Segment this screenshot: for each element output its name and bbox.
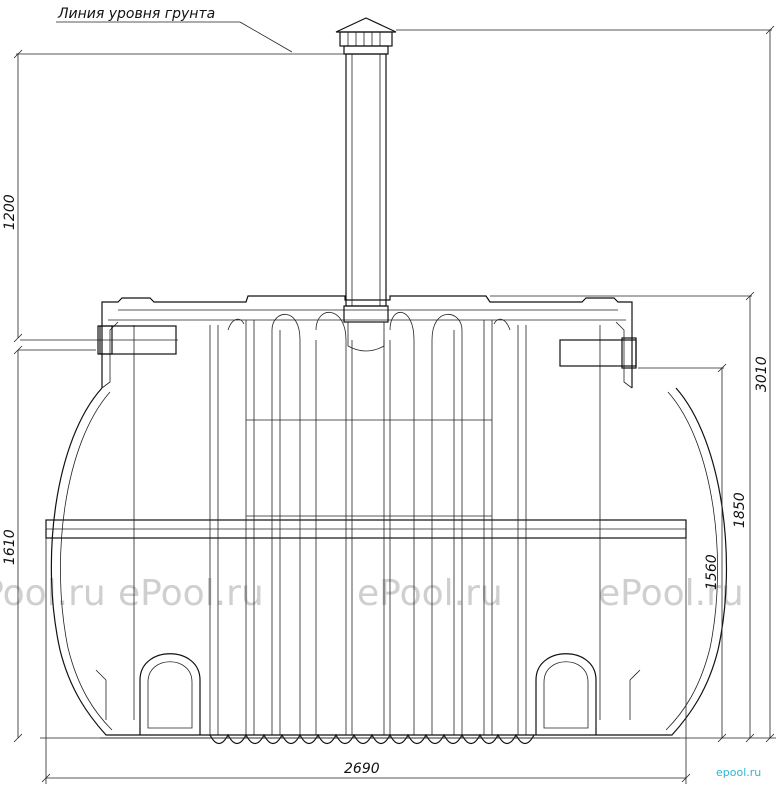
dimension-2690: 2690 <box>41 538 691 784</box>
ground-level-annotation: Линия уровня грунта <box>16 6 350 55</box>
dim-1560-label: 1560 <box>704 554 720 590</box>
watermark-4: ePool.ru <box>598 573 744 614</box>
ground-level-label: Линия уровня грунта <box>57 6 215 22</box>
dim-2690-label: 2690 <box>344 761 380 777</box>
watermark-3: ePool.ru <box>357 573 503 614</box>
outlet-pipe <box>559 337 637 369</box>
dimension-1610: 1610 <box>2 345 96 743</box>
vent-pipe <box>335 17 397 352</box>
dimension-1560: 1560 <box>638 363 727 743</box>
dim-1850-label: 1850 <box>732 492 748 528</box>
inlet-pipe <box>20 325 178 355</box>
tank-body <box>45 295 728 745</box>
dimension-3010: 3010 <box>396 25 775 743</box>
tank-ribs <box>133 320 601 735</box>
brand-logo: epool.ru <box>716 766 761 779</box>
watermarks: ePool.ru ePool.ru ePool.ru ePool.ru <box>0 573 744 614</box>
dim-1610-label: 1610 <box>2 529 18 565</box>
corrugated-bottom <box>209 733 535 745</box>
dimension-1850: 1850 <box>490 291 755 743</box>
watermark-2: ePool.ru <box>118 573 264 614</box>
dim-3010-label: 3010 <box>754 356 770 392</box>
left-foot-arch <box>139 653 201 735</box>
dim-1200-label: 1200 <box>2 194 18 230</box>
right-foot-arch <box>535 653 597 735</box>
dimension-1200: 1200 <box>2 49 23 343</box>
tank-outer-shell <box>50 387 728 736</box>
